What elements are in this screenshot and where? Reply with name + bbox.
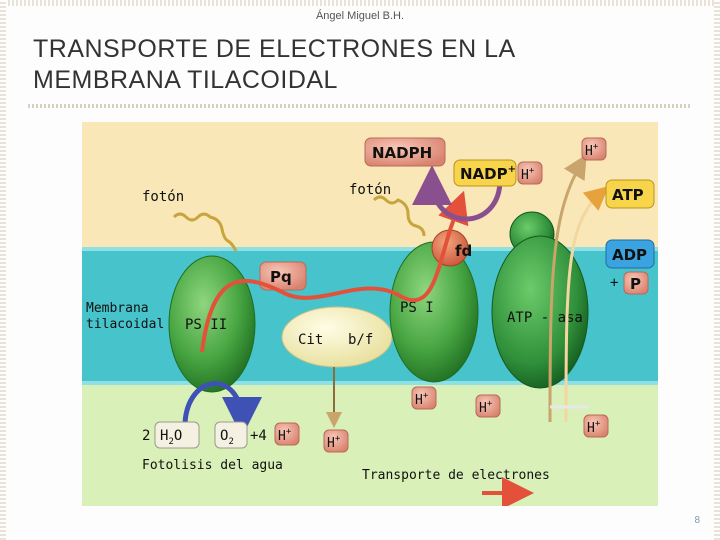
slide-title: TRANSPORTE DE ELECTRONES EN LA MEMBRANA … (33, 34, 673, 96)
nadp-label: NADP+ (460, 164, 516, 183)
author-credit: Ángel Miguel B.H. (0, 10, 720, 22)
membrane-label-line-2: tilacoidal (86, 317, 164, 332)
photolysis-label: Fotolisis del agua (142, 458, 283, 473)
title-divider (28, 104, 692, 108)
photon-label-left: fotón (142, 189, 184, 205)
electron-transport-diagram: fotón fotón Cit b/f PS II Pq PS I fd ATP… (82, 122, 658, 506)
plus-four-label: +4 (250, 428, 267, 444)
adp-label: ADP (612, 246, 647, 264)
pq-label: Pq (270, 268, 292, 286)
plus-sign: + (610, 275, 618, 291)
atp-label: ATP (612, 186, 644, 204)
membrane-label-line-1: Membrana (86, 301, 149, 316)
cyt-label: Cit (298, 332, 323, 348)
water-coefficient: 2 (142, 428, 150, 444)
slide-title-line-1: TRANSPORTE DE ELECTRONES EN LA (33, 34, 673, 65)
ps1-label: PS I (400, 300, 434, 316)
page-number: 8 (694, 515, 700, 526)
left-border (0, 0, 6, 540)
electron-transport-label: Transporte de electrones (362, 468, 550, 483)
atp-synthase-label: ATP - asa (507, 310, 583, 326)
top-border (0, 0, 720, 6)
photon-label-right: fotón (349, 182, 391, 198)
right-border (714, 0, 720, 540)
fd-label: fd (455, 242, 472, 260)
nadph-label: NADPH (372, 144, 432, 162)
phosphate-label: P (630, 275, 641, 293)
bf-label: b/f (348, 332, 373, 348)
slide-title-line-2: MEMBRANA TILACOIDAL (33, 65, 673, 96)
membrane-lower-edge (82, 381, 658, 385)
